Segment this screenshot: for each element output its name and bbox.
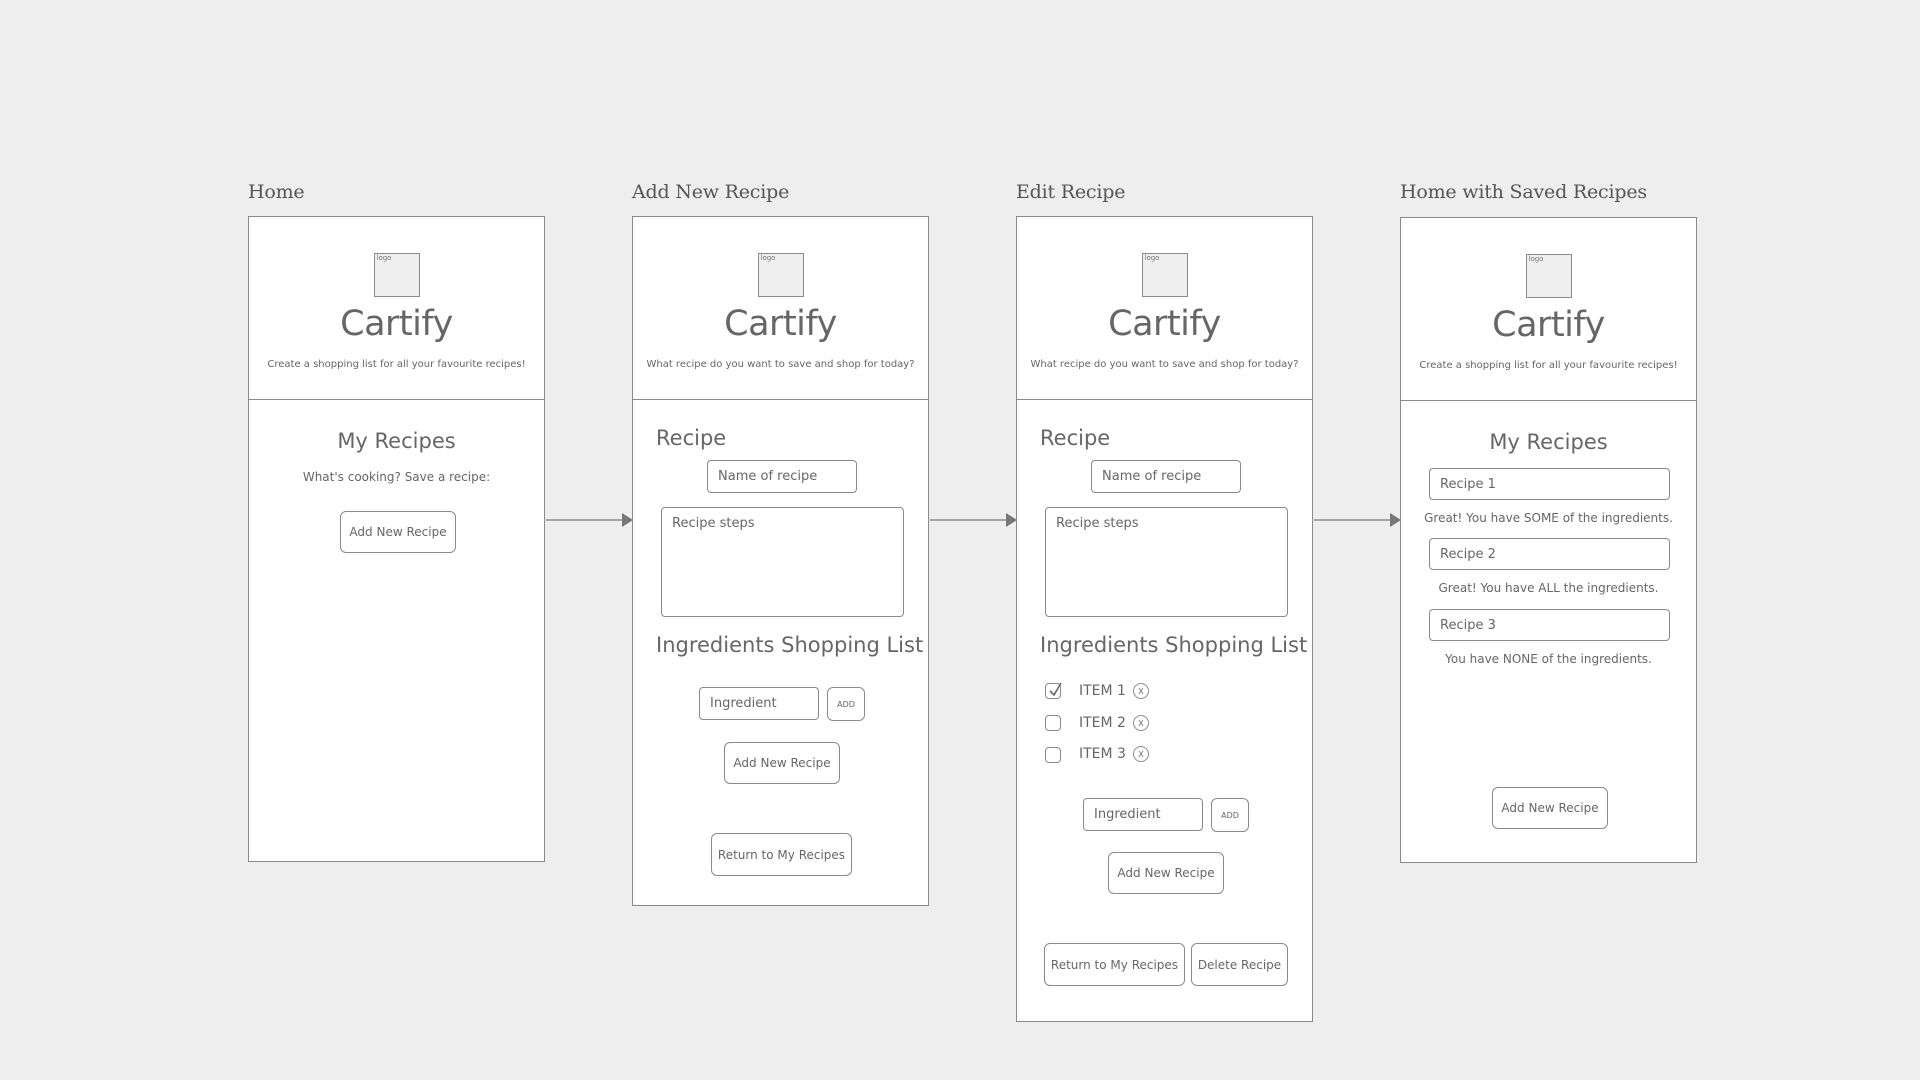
app-header: logo Cartify Create a shopping list for … <box>249 217 544 400</box>
saved-recipe-item[interactable]: Recipe 2 <box>1429 538 1670 570</box>
flow-arrow <box>546 513 633 527</box>
remove-item-icon[interactable]: X <box>1133 683 1149 699</box>
app-tagline: Create a shopping list for all your favo… <box>1419 360 1678 371</box>
screen-label-home: Home <box>248 181 305 203</box>
add-ingredient-button[interactable]: ADD <box>827 687 865 721</box>
ingredient-input[interactable]: Ingredient <box>699 687 819 720</box>
add-new-recipe-button[interactable]: Add New Recipe <box>724 742 840 784</box>
item-label: ITEM 1 <box>1079 683 1126 699</box>
logo-placeholder: logo <box>1525 254 1572 298</box>
recipe-heading: Recipe <box>656 426 727 450</box>
remove-item-icon[interactable]: X <box>1133 715 1149 731</box>
screen-add-recipe: logo Cartify What recipe do you want to … <box>632 216 929 906</box>
ingredients-heading: Ingredients Shopping List <box>656 633 924 657</box>
ingredient-status: Great! You have ALL the ingredients. <box>1438 581 1659 595</box>
screen-label-add: Add New Recipe <box>632 181 790 203</box>
app-header: logo Cartify What recipe do you want to … <box>633 217 928 400</box>
saved-recipe-item[interactable]: Recipe 1 <box>1429 468 1670 500</box>
app-header: logo Cartify What recipe do you want to … <box>1017 217 1312 400</box>
screen-home-saved: logo Cartify Create a shopping list for … <box>1400 217 1697 863</box>
item-checkbox[interactable] <box>1045 747 1061 763</box>
return-to-my-recipes-button[interactable]: Return to My Recipes <box>711 833 852 876</box>
app-tagline: What recipe do you want to save and shop… <box>646 359 915 370</box>
add-new-recipe-button[interactable]: Add New Recipe <box>340 511 456 553</box>
flow-arrow <box>930 513 1017 527</box>
add-new-recipe-button[interactable]: Add New Recipe <box>1108 852 1224 894</box>
logo-placeholder: logo <box>373 253 420 297</box>
section-title: My Recipes <box>337 429 456 453</box>
app-tagline: Create a shopping list for all your favo… <box>267 359 526 370</box>
ingredient-status: Great! You have SOME of the ingredients. <box>1424 511 1673 525</box>
logo-placeholder: logo <box>1141 253 1188 297</box>
checkmark-icon <box>1049 682 1062 697</box>
app-header: logo Cartify Create a shopping list for … <box>1401 218 1696 401</box>
flow-arrow <box>1314 513 1401 527</box>
add-new-recipe-button[interactable]: Add New Recipe <box>1492 787 1608 829</box>
app-title: Cartify <box>1108 304 1221 344</box>
item-checkbox[interactable] <box>1045 682 1062 699</box>
return-to-my-recipes-button[interactable]: Return to My Recipes <box>1044 943 1185 986</box>
app-title: Cartify <box>1492 305 1605 345</box>
recipe-name-input[interactable]: Name of recipe <box>1091 460 1241 493</box>
save-prompt: What's cooking? Save a recipe: <box>302 470 491 484</box>
logo-placeholder: logo <box>757 253 804 297</box>
remove-item-icon[interactable]: X <box>1133 746 1149 762</box>
screen-label-edit: Edit Recipe <box>1016 181 1126 203</box>
recipe-steps-textarea[interactable]: Recipe steps <box>661 507 904 617</box>
ingredients-heading: Ingredients Shopping List <box>1040 633 1308 657</box>
screen-home: logo Cartify Create a shopping list for … <box>248 216 545 862</box>
recipe-steps-textarea[interactable]: Recipe steps <box>1045 507 1288 617</box>
item-label: ITEM 3 <box>1079 746 1126 762</box>
recipe-name-input[interactable]: Name of recipe <box>707 460 857 493</box>
ingredient-input[interactable]: Ingredient <box>1083 798 1203 831</box>
ingredient-status: You have NONE of the ingredients. <box>1445 652 1652 666</box>
screen-edit-recipe: logo Cartify What recipe do you want to … <box>1016 216 1313 1022</box>
app-title: Cartify <box>340 304 453 344</box>
saved-recipe-item[interactable]: Recipe 3 <box>1429 609 1670 641</box>
delete-recipe-button[interactable]: Delete Recipe <box>1191 943 1288 986</box>
section-title: My Recipes <box>1489 430 1608 454</box>
recipe-heading: Recipe <box>1040 426 1111 450</box>
app-title: Cartify <box>724 304 837 344</box>
app-tagline: What recipe do you want to save and shop… <box>1030 359 1299 370</box>
item-checkbox[interactable] <box>1045 715 1061 731</box>
add-ingredient-button[interactable]: ADD <box>1211 798 1249 832</box>
item-label: ITEM 2 <box>1079 715 1126 731</box>
screen-label-saved: Home with Saved Recipes <box>1400 181 1647 203</box>
